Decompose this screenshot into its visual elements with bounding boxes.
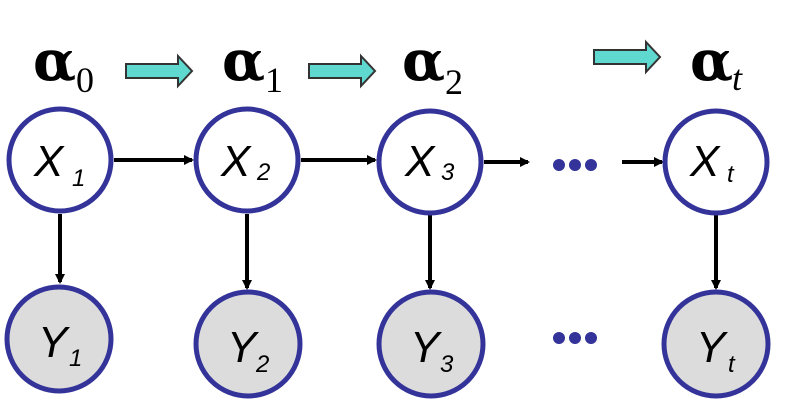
node-label: X — [220, 137, 252, 186]
alpha-1-label: α 1 — [222, 28, 283, 100]
message-arrow-icon — [125, 53, 194, 89]
node-label: Y — [410, 323, 442, 372]
alpha-subscript: 0 — [76, 60, 94, 100]
node-label: Y — [38, 318, 70, 367]
ellipsis-top-icon — [553, 159, 597, 171]
observed-node-yt: Y t — [661, 289, 771, 399]
observed-node-y1: Y 1 — [4, 284, 114, 394]
alpha-subscript: 2 — [445, 62, 463, 102]
node-label: X — [33, 137, 65, 186]
hidden-node-x1: X 1 — [6, 106, 114, 214]
alpha-symbol: α — [222, 28, 265, 94]
alpha-subscript: t — [732, 58, 743, 98]
alpha-subscript: 1 — [265, 60, 283, 100]
message-arrow-icon — [308, 53, 377, 89]
node-label: Y — [696, 323, 728, 372]
node-label: Y — [227, 323, 259, 372]
node-subscript: t — [727, 161, 735, 188]
ellipsis-bottom-icon — [553, 332, 597, 344]
alpha-symbol: α — [690, 28, 733, 94]
alpha-2-label: α 2 — [402, 28, 463, 102]
node-subscript: t — [728, 351, 736, 378]
observed-node-y2: Y 2 — [193, 289, 303, 399]
node-subscript: 2 — [256, 159, 270, 186]
hidden-node-xt: X t — [662, 108, 770, 216]
alpha-symbol: α — [33, 28, 76, 94]
alpha-0-label: α 0 — [33, 28, 94, 100]
node-subscript: 1 — [72, 165, 85, 192]
message-arrow-icon — [593, 39, 662, 75]
node-subscript: 2 — [255, 351, 269, 378]
node-subscript: 3 — [441, 159, 455, 186]
alpha-symbol: α — [402, 28, 445, 94]
observed-node-y3: Y 3 — [376, 289, 486, 399]
node-label: X — [404, 137, 436, 186]
alpha-t-label: α t — [690, 28, 743, 98]
hidden-node-x3: X 3 — [376, 108, 484, 216]
node-label: X — [689, 137, 721, 186]
hidden-node-x2: X 2 — [193, 106, 301, 214]
node-subscript: 1 — [69, 345, 82, 372]
node-subscript: 3 — [440, 351, 454, 378]
